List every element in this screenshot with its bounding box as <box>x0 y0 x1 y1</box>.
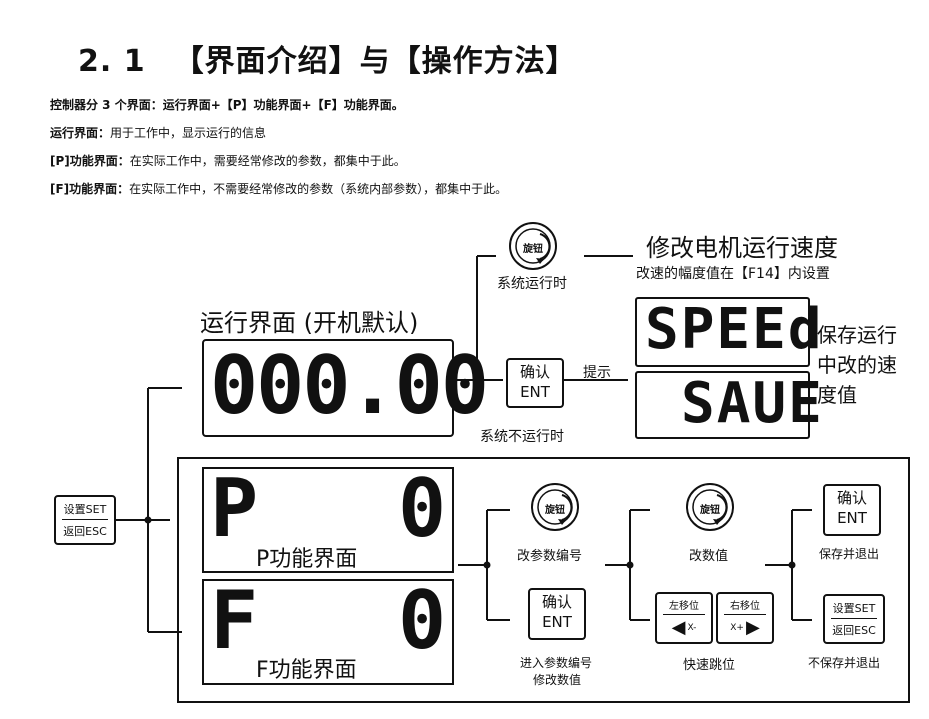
modify-speed-note: 改速的幅度值在【F14】内设置 <box>636 266 830 282</box>
arrow-left-icon: ◀ <box>671 617 686 638</box>
intro-line-4-text: 在实际工作中，不需要经常修改的参数（系统内部参数），都集中于此。 <box>129 182 508 196</box>
intro-line-4-label: [F]功能界面： <box>50 182 130 196</box>
set-esc-button-exit[interactable]: 设置SET 返回ESC <box>823 594 885 644</box>
f-screen-letter: F <box>210 574 259 667</box>
quick-jump-label: 快速跳位 <box>683 658 736 673</box>
system-running-label: 系统运行时 <box>497 276 567 292</box>
hint-label: 提示 <box>583 365 611 381</box>
set-esc-button-main-line1: 设置SET <box>63 503 107 516</box>
change-value-label: 改数值 <box>689 549 729 564</box>
speed-display: SPEEd <box>645 297 824 362</box>
left-shift-button[interactable]: 左移位 ◀ X- <box>655 592 713 644</box>
enter-param-label: 进入参数编号 <box>520 656 593 670</box>
no-save-exit-label: 不保存并退出 <box>808 656 881 670</box>
confirm-button-param-line1: 确认 <box>541 593 572 611</box>
right-shift-top: 右移位 <box>724 597 766 615</box>
set-esc-button-exit-line2: 返回ESC <box>831 618 877 638</box>
confirm-button-param-line2: ENT <box>542 613 572 631</box>
left-shift-bottom: X- <box>687 623 697 633</box>
arrow-right-icon: ▶ <box>745 617 760 638</box>
save-display: SAUE <box>681 371 824 436</box>
intro-line-3-text: 在实际工作中，需要经常修改的参数，都集中于此。 <box>129 154 406 168</box>
modify-value-label: 修改数值 <box>533 673 582 687</box>
section-title: 【界面介绍】与【操作方法】 <box>173 44 577 79</box>
p-screen-letter: P <box>210 462 259 555</box>
intro-line-2: 运行界面：用于工作中，显示运行的信息 <box>50 124 266 141</box>
confirm-button-param[interactable]: 确认 ENT <box>528 588 586 640</box>
knob-icon-value[interactable]: 旋钮 <box>700 505 720 516</box>
intro-line-4: [F]功能界面：在实际工作中，不需要经常修改的参数（系统内部参数），都集中于此。 <box>50 180 507 197</box>
intro-line-2-label: 运行界面： <box>50 126 111 140</box>
save-and-exit-label: 保存并退出 <box>819 547 880 561</box>
intro-line-3: [P]功能界面：在实际工作中，需要经常修改的参数，都集中于此。 <box>50 152 406 169</box>
confirm-button-run[interactable]: 确认 ENT <box>506 358 564 408</box>
section-number: 2. 1 <box>78 44 146 79</box>
left-shift-top: 左移位 <box>663 597 705 615</box>
confirm-button-run-line1: 确认 <box>519 363 550 381</box>
set-esc-button-main-line2: 返回ESC <box>62 519 108 539</box>
knob-icon-top[interactable]: 旋钮 <box>523 244 543 255</box>
p-screen-label: P功能界面 <box>256 547 358 572</box>
run-display: 000.00 <box>210 339 489 432</box>
modify-speed-title: 修改电机运行速度 <box>646 234 838 262</box>
intro-line-3-label: [P]功能界面： <box>50 154 130 168</box>
confirm-button-save-line1: 确认 <box>836 489 867 507</box>
f-screen-digit: 0 <box>398 574 447 667</box>
set-esc-button-exit-line1: 设置SET <box>832 602 876 615</box>
save-note: 保存运行中改的速度值 <box>817 323 897 407</box>
confirm-button-run-line2: ENT <box>520 383 550 401</box>
confirm-button-save-line2: ENT <box>837 509 867 527</box>
intro-line-2-text: 用于工作中，显示运行的信息 <box>110 126 267 140</box>
p-screen-digit: 0 <box>398 462 447 555</box>
system-not-running-label: 系统不运行时 <box>480 429 564 445</box>
run-screen-title: 运行界面 (开机默认) <box>200 309 419 337</box>
set-esc-button-main[interactable]: 设置SET 返回ESC <box>54 495 116 545</box>
change-param-number-label: 改参数编号 <box>517 549 583 564</box>
f-screen-label: F功能界面 <box>256 658 357 683</box>
knob-icon-param[interactable]: 旋钮 <box>545 505 565 516</box>
right-shift-button[interactable]: 右移位 X+ ▶ <box>716 592 774 644</box>
page-title: 2. 1 【界面介绍】与【操作方法】 <box>78 36 577 80</box>
right-shift-bottom: X+ <box>730 623 744 633</box>
intro-line-1: 控制器分 3 个界面：运行界面+【P】功能界面+【F】功能界面。 <box>50 98 404 112</box>
confirm-button-save[interactable]: 确认 ENT <box>823 484 881 536</box>
